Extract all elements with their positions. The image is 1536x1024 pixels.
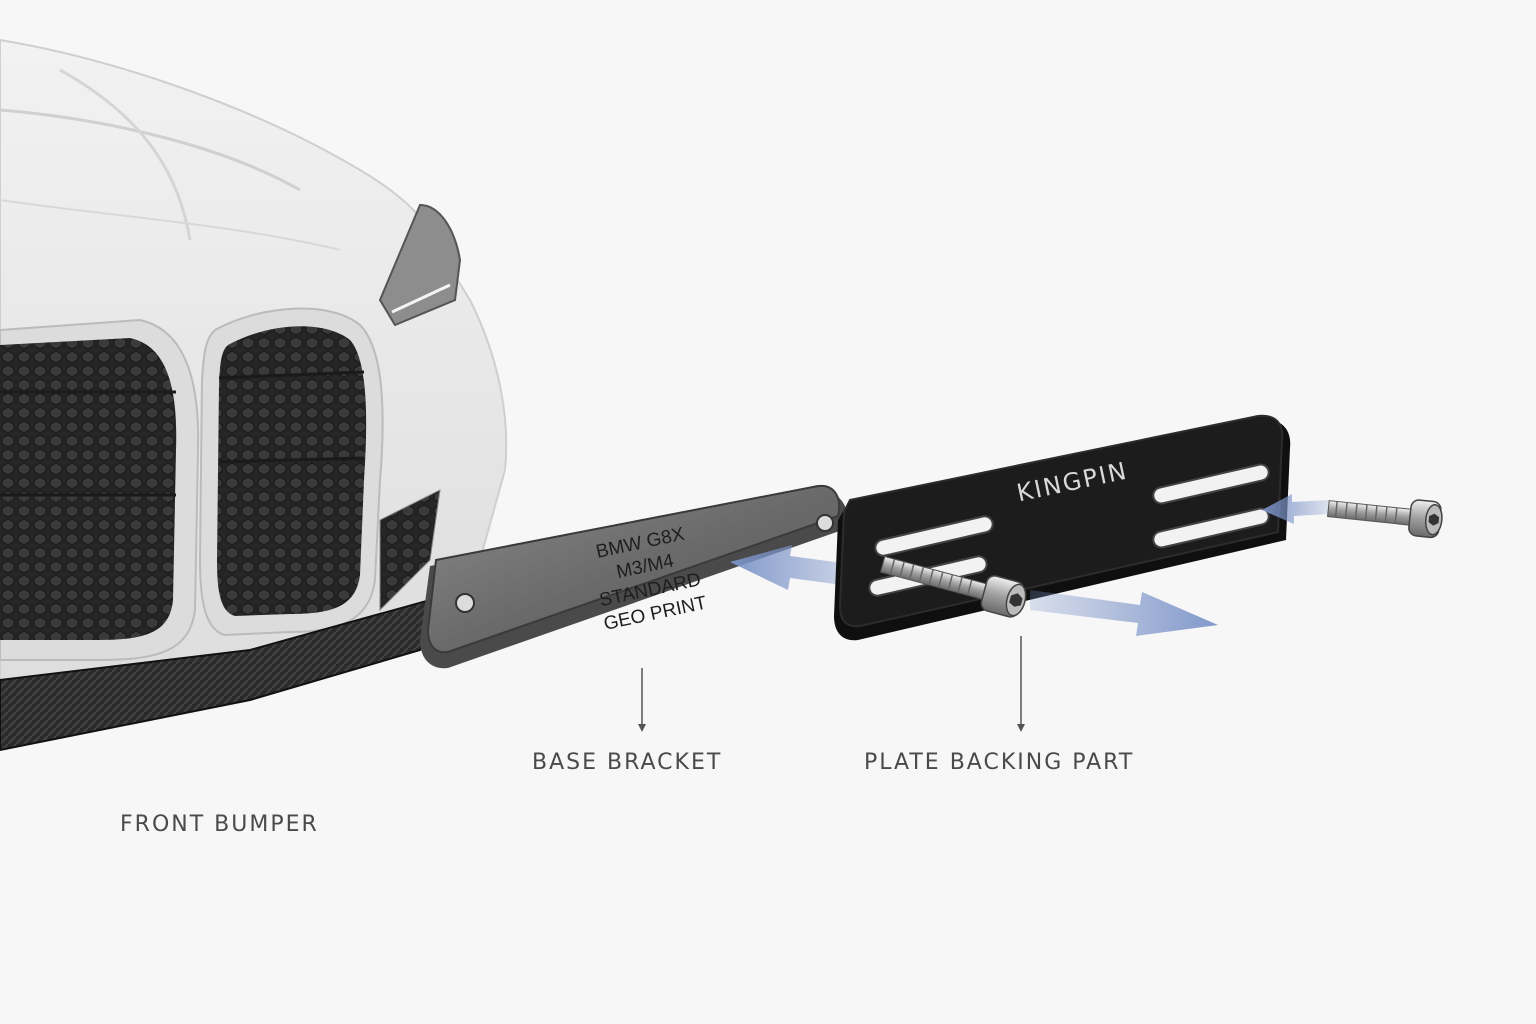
plate-slot-left-upper: [874, 515, 994, 557]
base-bracket-hole-right: [816, 514, 834, 532]
headlight-led-strip: [391, 283, 451, 314]
label-plate-backing-part: PLATE BACKING PART: [864, 750, 1135, 775]
right-kidney-grille: [217, 326, 367, 616]
plate-slot-right-lower: [1152, 507, 1270, 549]
leader-plate-backing: [1017, 636, 1025, 732]
base-bracket-face: [426, 484, 841, 654]
label-base-bracket: BASE BRACKET: [532, 750, 723, 775]
left-kidney-grille: [0, 338, 177, 640]
hood-crease: [59, 68, 192, 241]
headlight: [378, 203, 462, 327]
lower-intake: [379, 489, 441, 612]
hood-crease: [0, 199, 341, 251]
arrow-into-plate-right: [1262, 494, 1330, 524]
grille-bar: [218, 456, 365, 464]
arrow-out-of-plate: [1030, 590, 1218, 636]
bolt-right: [1327, 499, 1443, 539]
bolt-left: [880, 555, 1027, 618]
grille-bar: [218, 370, 365, 380]
label-front-bumper: FRONT BUMPER: [120, 812, 319, 837]
car-front-illustration: [0, 38, 508, 752]
plate-slot-right-upper: [1152, 463, 1270, 505]
base-bracket-hole-left: [455, 593, 475, 613]
hood-crease: [0, 108, 301, 192]
leader-base-bracket: [638, 668, 646, 732]
